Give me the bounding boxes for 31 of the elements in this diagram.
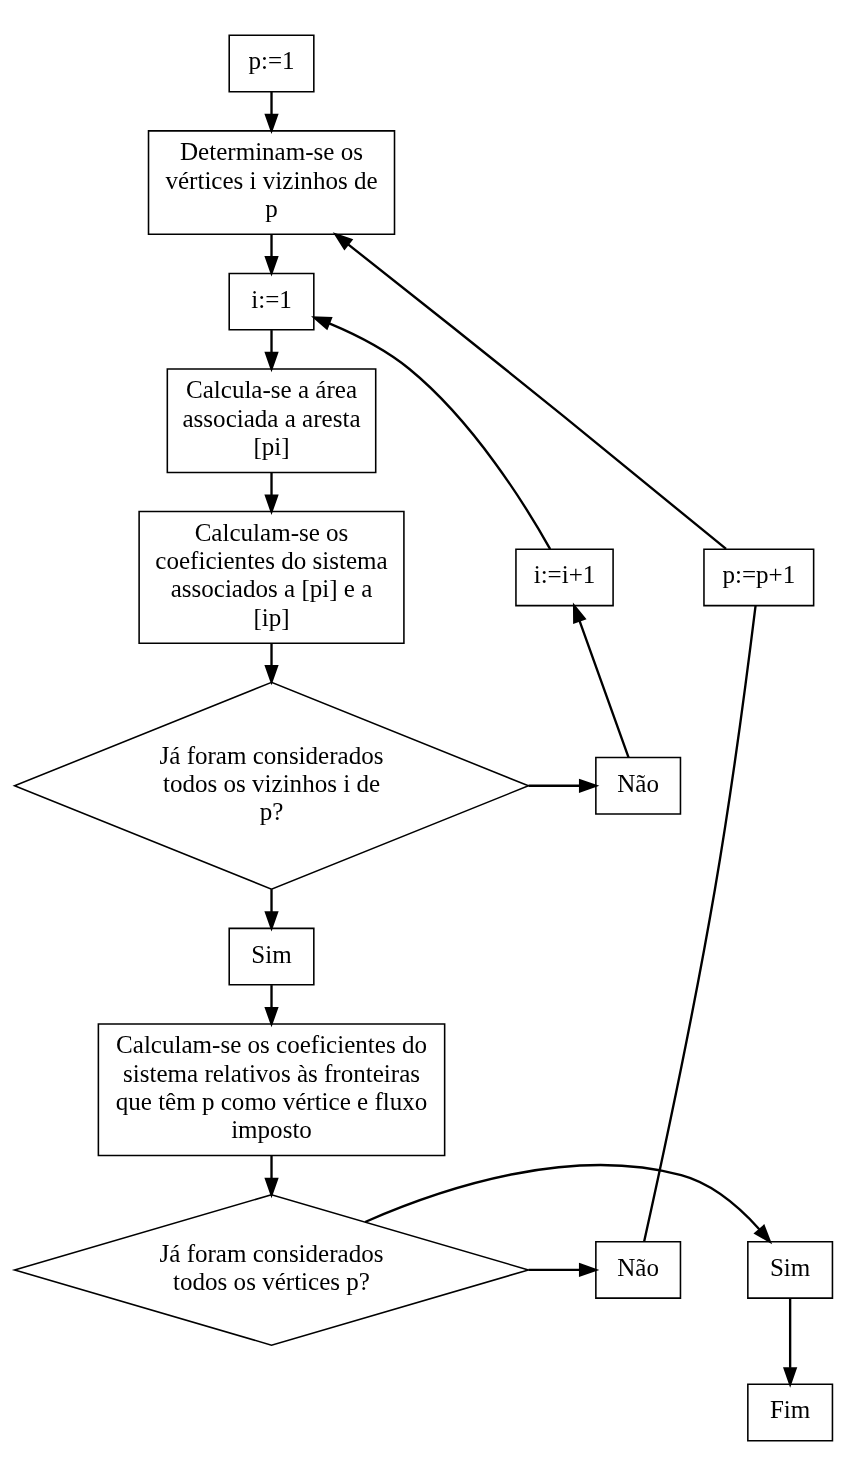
node-box: p:=p+1 bbox=[703, 547, 815, 606]
node-box: Calcula-se a área associada a aresta [pi] bbox=[166, 367, 377, 473]
arrow bbox=[264, 984, 279, 1027]
arrow bbox=[364, 1163, 773, 1244]
arrow bbox=[264, 472, 279, 515]
node-box: Determinam-se os vértices i vizinhos de p bbox=[147, 129, 396, 235]
arrow bbox=[528, 778, 600, 793]
arrow bbox=[311, 315, 552, 550]
arrow bbox=[264, 888, 279, 932]
node-box: Calculam-se os coeficientes do sistema relativos às fronteiras que têm p como vértice e fluxo imposto bbox=[97, 1022, 446, 1156]
node-box: Não bbox=[595, 756, 682, 815]
node-box: p:=1 bbox=[228, 34, 315, 92]
arrow bbox=[572, 601, 630, 758]
node-box: Sim bbox=[228, 927, 315, 986]
node-diamond: Já foram considerados todos os vizinhos i de p? bbox=[12, 681, 531, 890]
arrow bbox=[264, 329, 279, 372]
node-box: Calculam-se os coeficientes do sistema associados a [pi] e a [ip] bbox=[138, 510, 405, 644]
node-box: i:=1 bbox=[228, 272, 315, 331]
arrow bbox=[783, 1297, 798, 1388]
node-box: i:=i+1 bbox=[515, 547, 614, 606]
arrow bbox=[528, 1262, 600, 1277]
arrow bbox=[332, 231, 727, 550]
arrow bbox=[264, 234, 279, 276]
node-box: Sim bbox=[747, 1240, 834, 1299]
node-diamond: Já foram considerados todos os vértices p? bbox=[11, 1193, 532, 1346]
node-box: Fim bbox=[747, 1383, 834, 1441]
arrow bbox=[264, 91, 279, 134]
connector bbox=[643, 604, 757, 1242]
node-box: Não bbox=[595, 1240, 682, 1299]
arrow bbox=[264, 642, 279, 685]
arrow bbox=[264, 1155, 279, 1198]
